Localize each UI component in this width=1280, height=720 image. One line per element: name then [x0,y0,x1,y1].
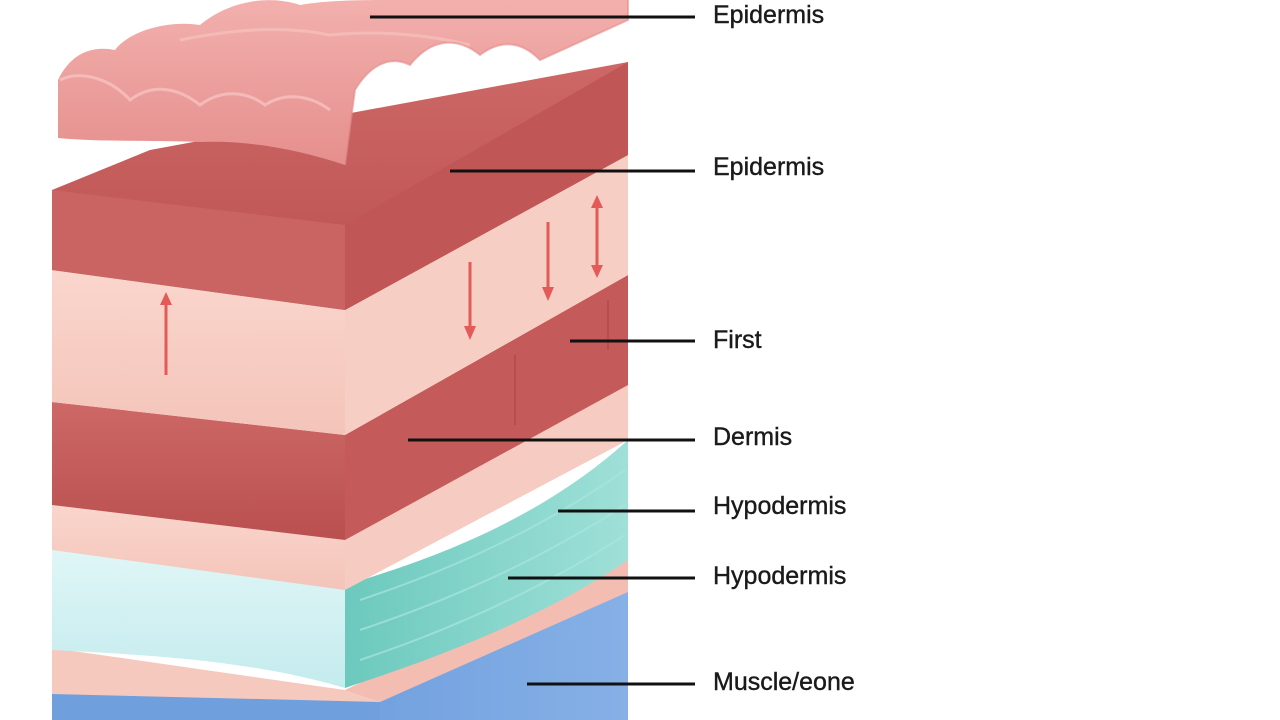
epidermis-block [52,62,628,310]
label-hypodermis-1: Hypodermis [713,492,847,520]
upper-pale-layer [52,155,628,435]
leader-lines [370,15,695,686]
hypodermis-layer [52,440,628,688]
arrow-up-left [160,292,172,375]
arrow-down-1 [464,262,476,340]
label-epidermis-top: Epidermis [713,1,825,29]
arrow-down-2 [542,222,554,301]
label-epidermis: Epidermis [713,153,825,181]
middle-pale-layer [52,380,628,590]
label-hypodermis-2: Hypodermis [713,562,847,590]
arrow-updown [591,195,603,278]
top-skin-layer [58,0,629,166]
dermis-layer [52,275,628,540]
label-muscle-bone: Muscle/eone [713,668,855,696]
label-dermis: Dermis [713,423,793,451]
label-first: First [713,326,762,354]
